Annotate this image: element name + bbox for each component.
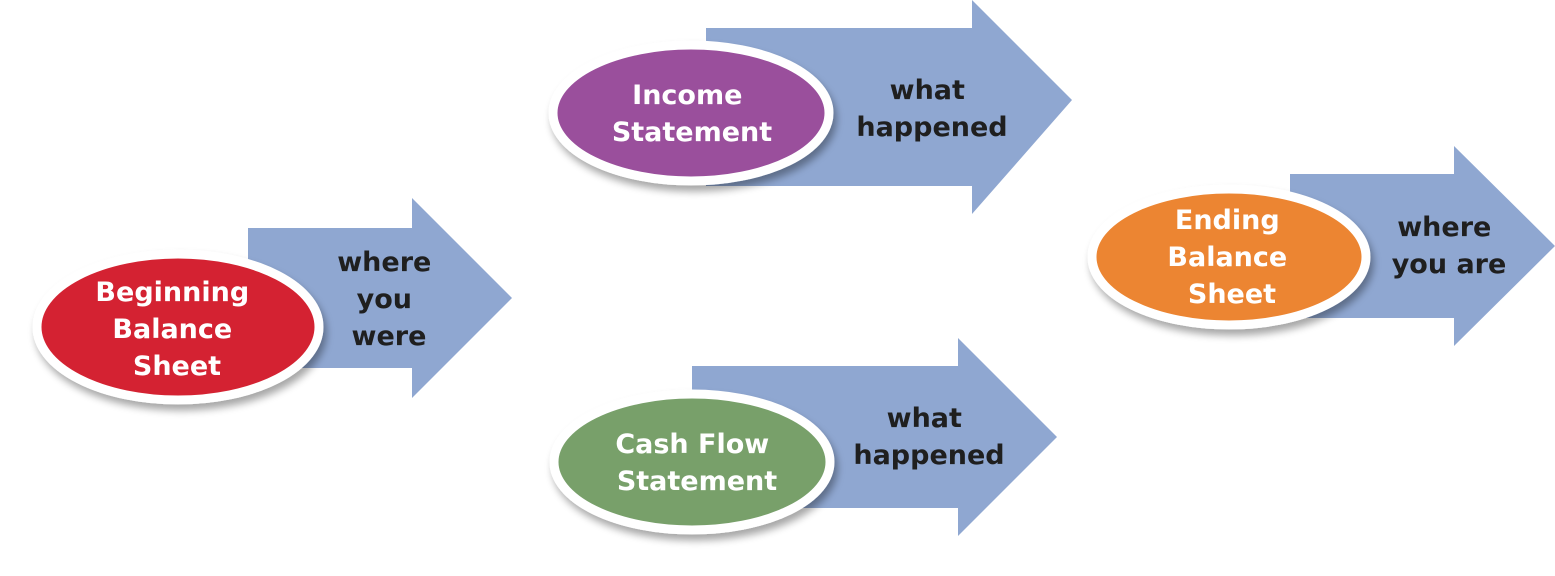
cashflow-arrow-line-2: happened <box>853 440 1004 471</box>
beginning-arrow-label: where you were <box>337 247 441 352</box>
income-oval-line-2: Statement <box>612 117 772 148</box>
beginning-oval-line-2: Balance <box>112 314 232 345</box>
income-arrow-line-2: happened <box>856 112 1007 143</box>
beginning-oval-line-3: Sheet <box>133 351 221 382</box>
ending-arrow-label: where you are <box>1392 212 1507 280</box>
ending-oval-line-1: Ending <box>1175 205 1280 236</box>
ending-arrow-line-1: where <box>1397 212 1491 243</box>
ending-arrow-line-2: you are <box>1392 249 1507 280</box>
beginning-arrow-line-2: you <box>357 284 412 315</box>
cashflow-oval <box>549 389 835 535</box>
ending-oval-line-3: Sheet <box>1188 279 1276 310</box>
cash-flow-statement-group: Cash Flow Statement what happened <box>549 338 1057 536</box>
ending-arrow <box>1290 146 1555 346</box>
income-oval-label: Income Statement <box>612 80 772 148</box>
beginning-oval-label: Beginning Balance Sheet <box>95 277 258 382</box>
income-arrow-label: what happened <box>856 75 1007 143</box>
beginning-arrow-line-1: where <box>337 247 431 278</box>
cashflow-oval-line-2: Statement <box>617 466 777 497</box>
income-oval <box>548 40 834 186</box>
beginning-arrow-line-3: were <box>352 321 427 352</box>
cashflow-oval-label: Cash Flow Statement <box>615 429 778 497</box>
ending-balance-sheet-group: Ending Balance Sheet where you are <box>1087 146 1555 346</box>
ending-oval-label: Ending Balance Sheet <box>1167 205 1296 310</box>
ending-oval <box>1087 184 1371 330</box>
income-statement-group: Income Statement what happened <box>548 0 1072 214</box>
cashflow-arrow-line-1: what <box>887 403 962 434</box>
cashflow-arrow-label: what happened <box>853 403 1004 471</box>
cashflow-oval-line-1: Cash Flow <box>615 429 769 460</box>
income-arrow-line-1: what <box>890 75 965 106</box>
beginning-oval <box>32 249 324 405</box>
income-oval-line-1: Income <box>632 80 742 111</box>
beginning-oval-line-1: Beginning <box>95 277 249 308</box>
beginning-balance-sheet-group: Beginning Balance Sheet where you were <box>32 198 512 405</box>
ending-oval-line-2: Balance <box>1167 242 1287 273</box>
